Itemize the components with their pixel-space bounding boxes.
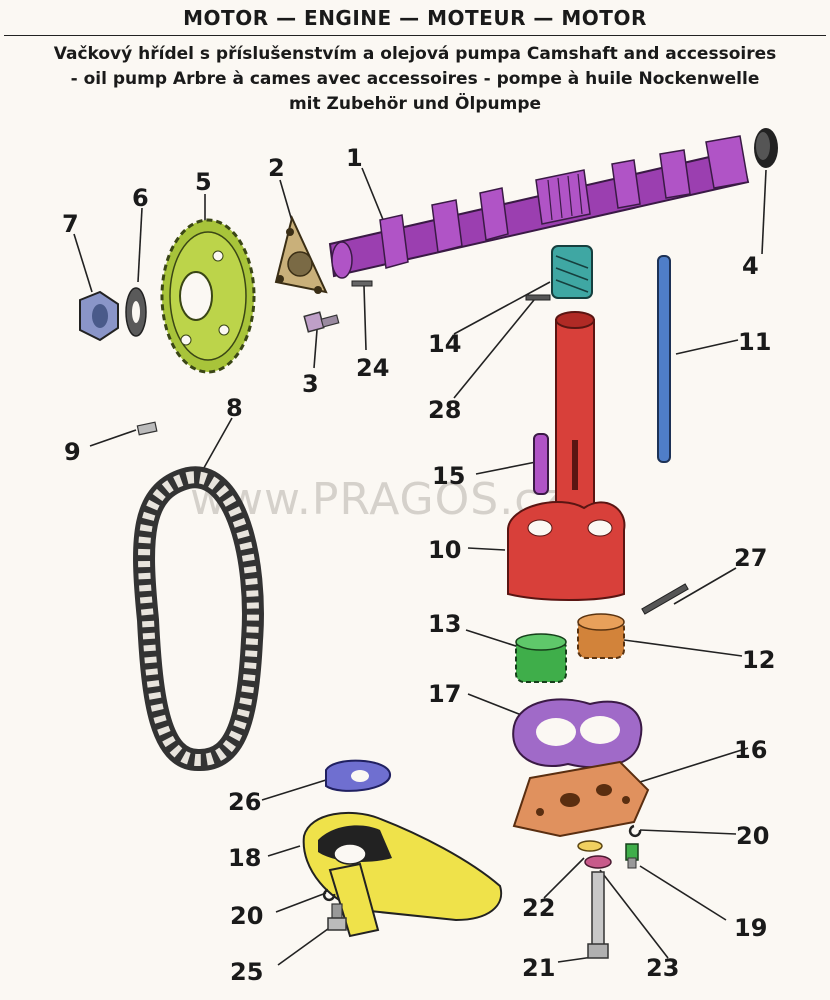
part-label-6: 6 bbox=[132, 184, 149, 212]
camshaft-sprocket bbox=[160, 218, 256, 374]
diagram-caption: Vačkový hřídel s příslušenstvím a olejov… bbox=[10, 42, 820, 117]
part-label-22: 22 bbox=[522, 894, 555, 922]
caption-line-2: - oil pump Arbre à cames avec accessoire… bbox=[70, 69, 760, 89]
part-label-17: 17 bbox=[428, 680, 461, 708]
spring-washer-20-left bbox=[322, 888, 336, 902]
gear-pin bbox=[525, 294, 551, 301]
part-label-7: 7 bbox=[62, 210, 79, 238]
part-label-18: 18 bbox=[228, 844, 261, 872]
leader-lines bbox=[73, 167, 767, 966]
pump-cover-plate bbox=[512, 760, 650, 838]
part-label-16: 16 bbox=[734, 736, 767, 764]
part-label-25: 25 bbox=[230, 958, 263, 986]
part-label-20-right: 20 bbox=[736, 822, 769, 850]
sealing-plug bbox=[754, 128, 778, 168]
pump-driven-gear bbox=[577, 613, 625, 659]
washer-23 bbox=[584, 855, 612, 869]
camshaft bbox=[328, 135, 750, 279]
part-label-20-left: 20 bbox=[230, 902, 263, 930]
sprocket-nut bbox=[79, 290, 119, 342]
strainer-bolt bbox=[327, 903, 347, 931]
part-label-12: 12 bbox=[742, 646, 775, 674]
part-label-2: 2 bbox=[268, 154, 285, 182]
part-label-4: 4 bbox=[742, 252, 759, 280]
oil-strainer bbox=[302, 811, 503, 938]
part-label-11: 11 bbox=[738, 328, 771, 356]
part-label-8: 8 bbox=[226, 394, 243, 422]
part-label-21: 21 bbox=[522, 954, 555, 982]
part-label-28: 28 bbox=[428, 396, 461, 424]
part-label-14: 14 bbox=[428, 330, 461, 358]
spring-washer-20 bbox=[628, 824, 642, 838]
part-label-9: 9 bbox=[64, 438, 81, 466]
cover-bolt bbox=[625, 843, 639, 869]
part-label-27: 27 bbox=[734, 544, 767, 572]
watermark: www.PRAGOS.cz bbox=[190, 474, 564, 525]
lock-washer bbox=[125, 287, 147, 337]
pump-gasket bbox=[512, 698, 643, 769]
pump-drive-gear-green bbox=[515, 633, 567, 683]
part-label-5: 5 bbox=[195, 168, 212, 196]
part-label-19: 19 bbox=[734, 914, 767, 942]
oil-pump-drive-gear bbox=[551, 245, 593, 299]
part-label-26: 26 bbox=[228, 788, 261, 816]
gear-shaft-pin bbox=[641, 583, 689, 615]
part-label-24: 24 bbox=[356, 354, 389, 382]
part-number-labels: 1 2 3 4 5 6 7 8 9 10 11 12 13 14 15 16 1… bbox=[62, 144, 775, 986]
part-label-13: 13 bbox=[428, 610, 461, 638]
thrust-plate-bolt bbox=[303, 311, 340, 333]
long-bolt bbox=[587, 871, 609, 959]
pump-drive-rod bbox=[657, 255, 671, 463]
caption-line-3: mit Zubehör und Ölpumpe bbox=[288, 94, 542, 114]
dowel-pin bbox=[351, 280, 373, 287]
chain-adjust-screw bbox=[136, 421, 158, 436]
oil-pump-body bbox=[507, 311, 626, 601]
part-label-10: 10 bbox=[428, 536, 461, 564]
pump-shaft bbox=[533, 433, 549, 495]
part-label-3: 3 bbox=[302, 370, 319, 398]
washer-22 bbox=[577, 840, 603, 852]
part-label-1: 1 bbox=[346, 144, 363, 172]
thrust-plate bbox=[274, 214, 328, 294]
timing-chain bbox=[133, 466, 264, 771]
page-title: MOTOR — ENGINE — MOTEUR — MOTOR bbox=[183, 6, 647, 30]
strainer-gasket bbox=[325, 759, 391, 792]
caption-line-1: Vačkový hřídel s příslušenstvím a olejov… bbox=[53, 44, 777, 64]
part-label-15: 15 bbox=[432, 462, 465, 490]
part-label-23: 23 bbox=[646, 954, 679, 982]
header-divider bbox=[4, 35, 826, 36]
page-header: MOTOR — ENGINE — MOTEUR — MOTOR bbox=[0, 0, 830, 36]
